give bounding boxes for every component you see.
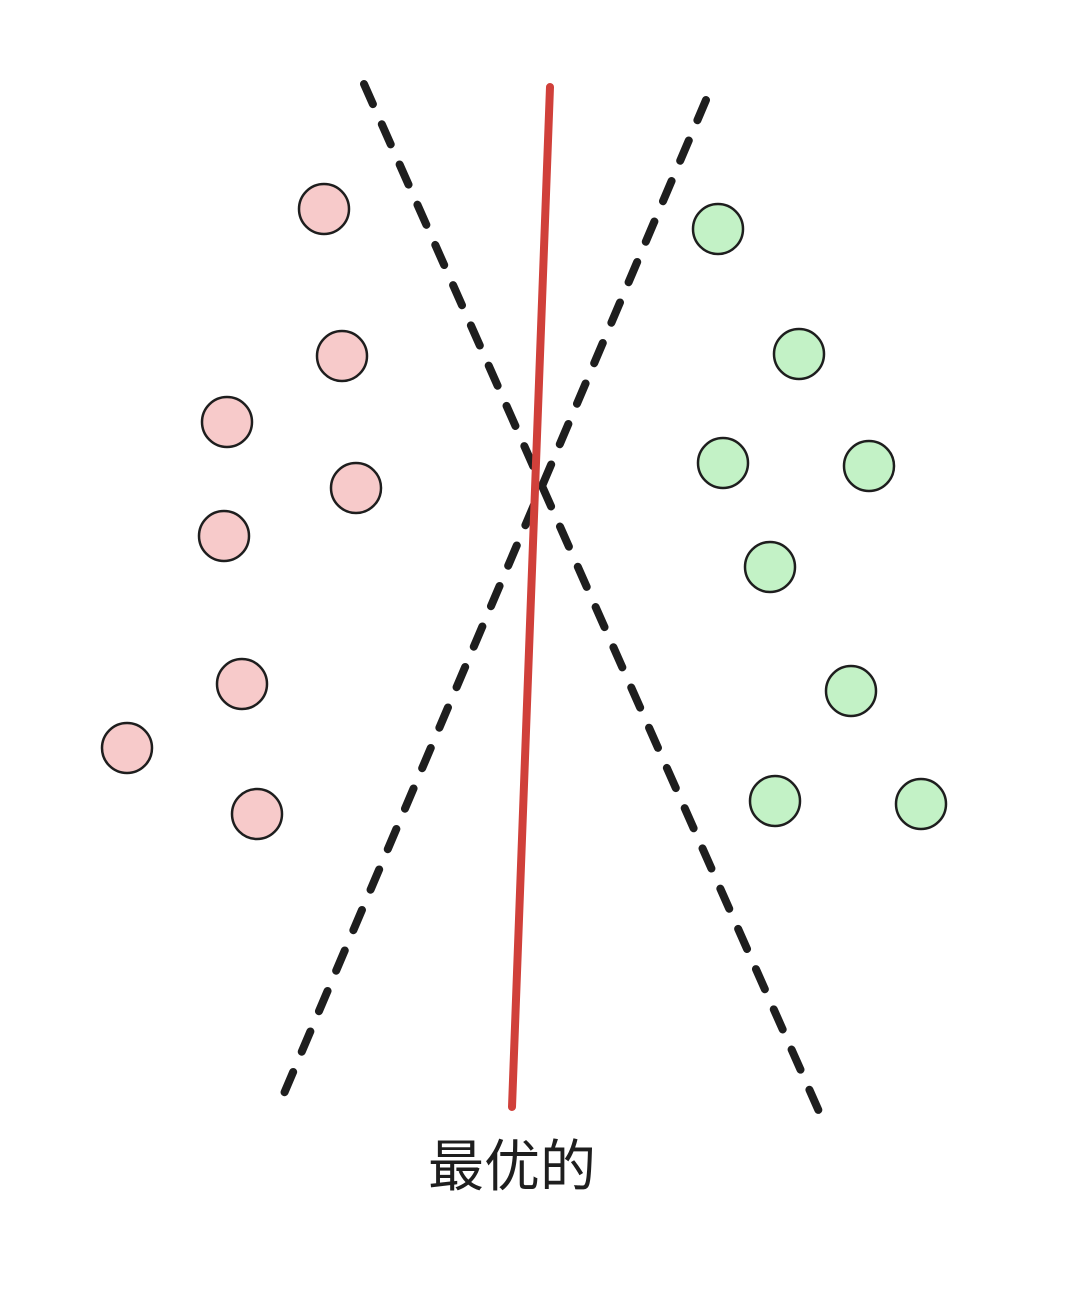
dashed-separator-1 (360, 80, 829, 1129)
class-a-point (215, 657, 269, 711)
class-a-point (297, 182, 351, 236)
class-a-point (329, 461, 383, 515)
class-a-point (315, 329, 369, 383)
class-a-point (100, 721, 154, 775)
class-b-point (772, 327, 826, 381)
class-a-points (100, 182, 383, 841)
class-b-point (824, 664, 878, 718)
optimal-label: 最优的 (428, 1135, 596, 1200)
dashed-separator-2 (273, 96, 710, 1114)
optimal-separator (508, 83, 554, 1111)
class-b-point (894, 777, 948, 831)
class-b-point (696, 436, 750, 490)
class-a-point (230, 787, 284, 841)
class-b-point (743, 540, 797, 594)
class-b-point (842, 439, 896, 493)
class-a-point (197, 509, 251, 563)
class-b-point (691, 202, 745, 256)
class-a-point (200, 395, 254, 449)
class-b-point (748, 774, 802, 828)
class-b-points (691, 202, 948, 831)
